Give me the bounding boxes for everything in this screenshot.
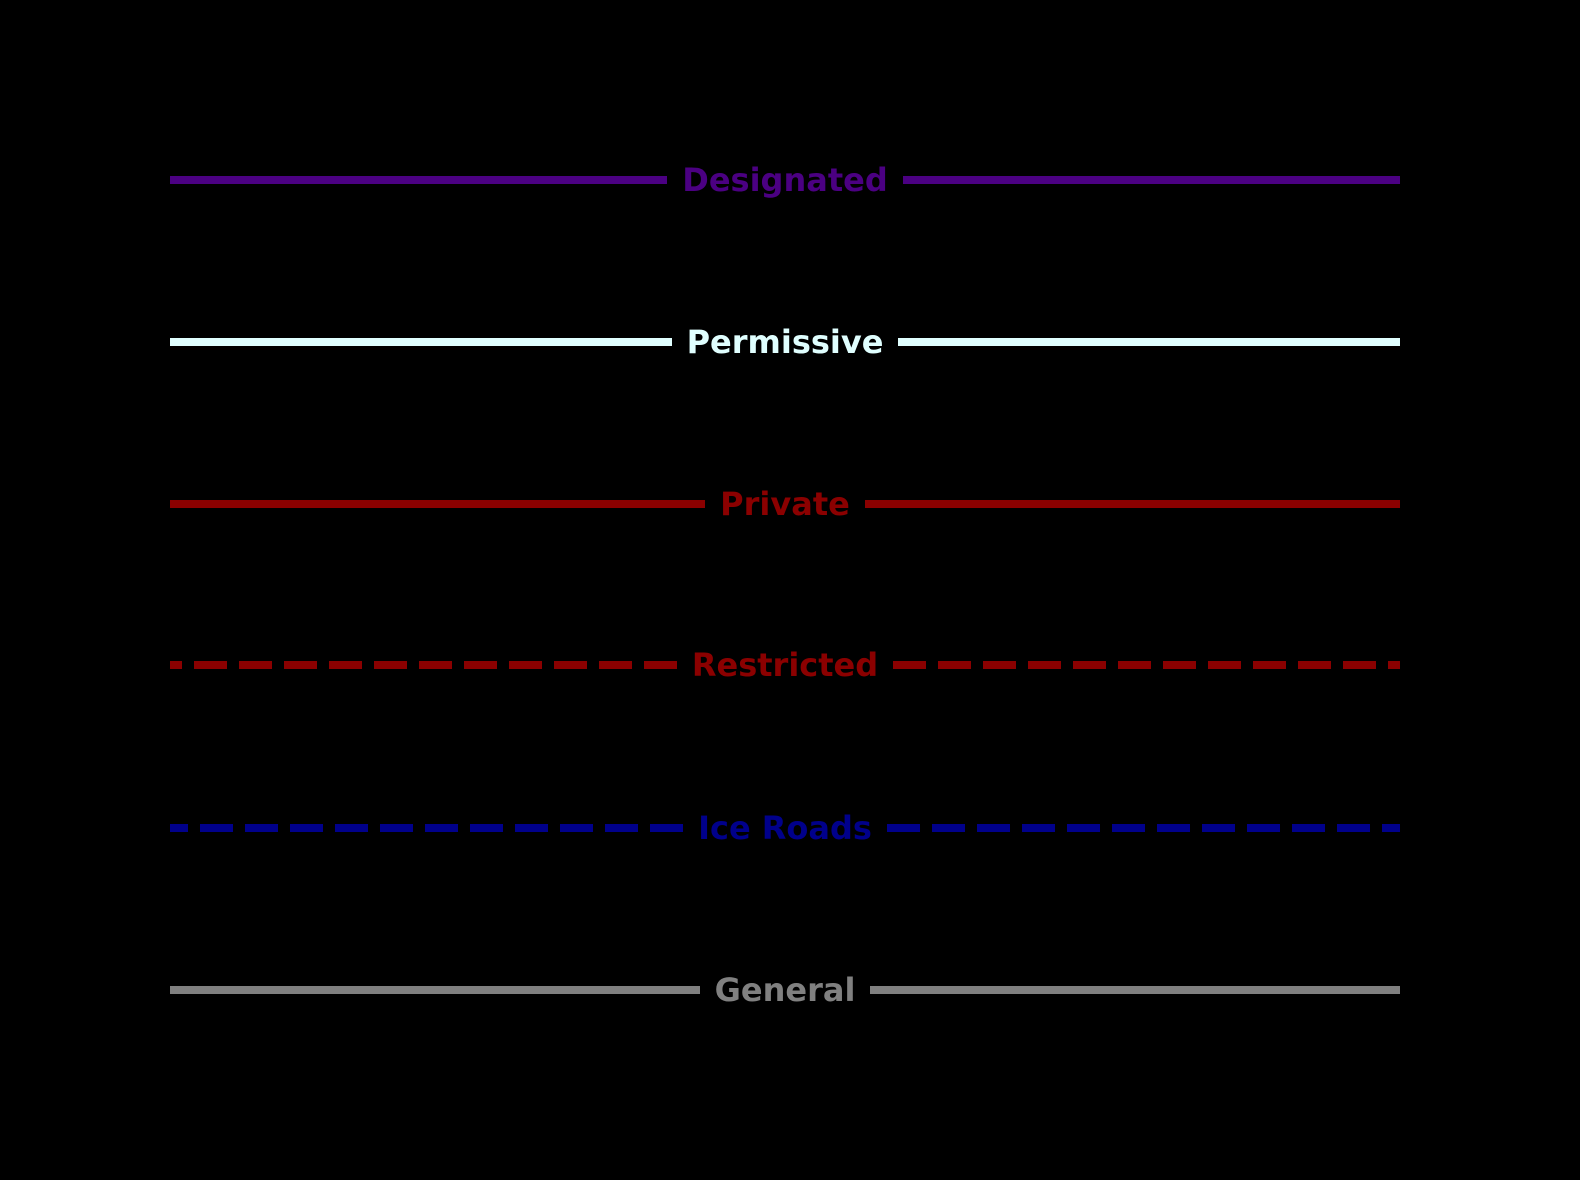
legend-line-left bbox=[170, 661, 677, 669]
legend-label: Designated bbox=[682, 161, 888, 199]
legend-line-left bbox=[170, 824, 684, 832]
legend-item-permissive[interactable]: Permissive bbox=[170, 318, 1400, 366]
legend-line-right bbox=[898, 338, 1400, 346]
legend-item-general[interactable]: General bbox=[170, 966, 1401, 1014]
legend-label: General bbox=[714, 971, 856, 1009]
legend-item-designated[interactable]: Designated bbox=[170, 156, 1400, 204]
legend-line-left bbox=[170, 500, 706, 508]
legend-line-left bbox=[170, 986, 700, 994]
legend-line-right bbox=[864, 500, 1400, 508]
legend-line-right bbox=[870, 986, 1401, 994]
legend-label: Permissive bbox=[686, 323, 884, 361]
legend-label: Restricted bbox=[691, 646, 879, 684]
legend-label: Private bbox=[720, 485, 850, 523]
legend-label: Ice Roads bbox=[698, 809, 872, 847]
legend-line-right bbox=[886, 824, 1401, 832]
legend-line-right bbox=[902, 176, 1400, 184]
legend-item-private[interactable]: Private bbox=[170, 480, 1400, 528]
legend-line-right bbox=[893, 661, 1400, 669]
legend-line-left bbox=[170, 176, 668, 184]
legend-item-ice-roads[interactable]: Ice Roads bbox=[170, 804, 1401, 852]
legend-item-restricted[interactable]: Restricted bbox=[170, 641, 1400, 689]
legend-line-left bbox=[170, 338, 672, 346]
